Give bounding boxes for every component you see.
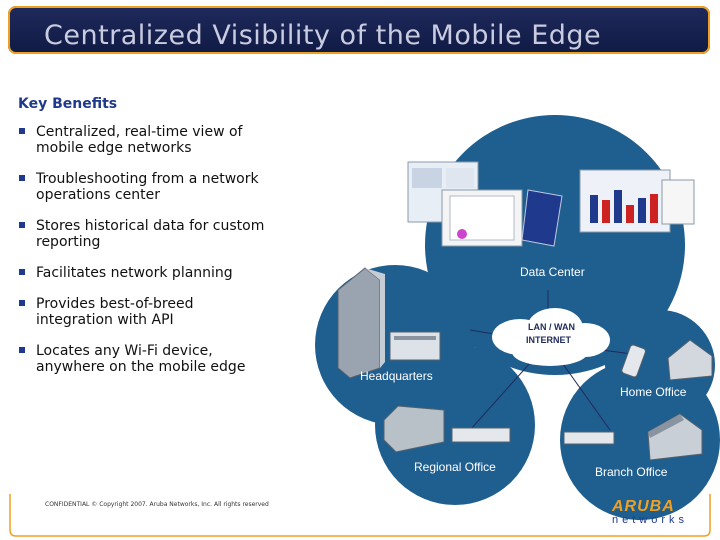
data-center-label: Data Center xyxy=(520,265,585,279)
home-office-label: Home Office xyxy=(620,385,687,399)
aruba-logo: ARUBA networks xyxy=(612,498,688,526)
headquarters-label: Headquarters xyxy=(360,369,433,383)
internet-label: INTERNET xyxy=(526,335,572,345)
confidential-footer: CONFIDENTIAL © Copyright 2007. Aruba Net… xyxy=(45,501,269,508)
regional-office-label: Regional Office xyxy=(414,460,496,474)
branch-office-label: Branch Office xyxy=(595,465,668,479)
lan-wan-label: LAN / WAN xyxy=(528,322,575,332)
